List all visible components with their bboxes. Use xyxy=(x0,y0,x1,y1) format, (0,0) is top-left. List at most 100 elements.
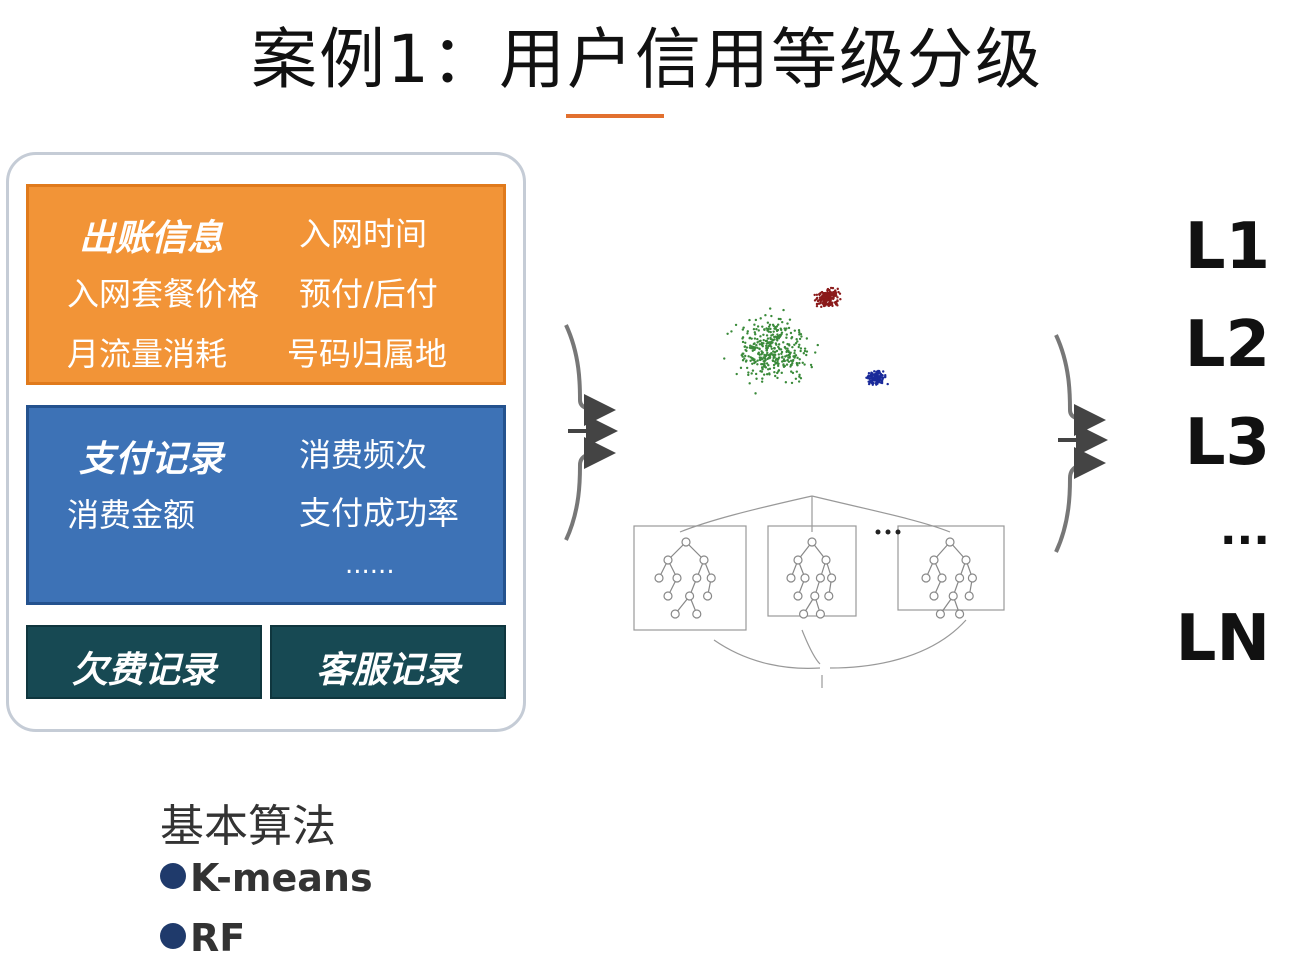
billing-header: 出账信息 xyxy=(79,218,224,259)
cluster-point xyxy=(780,350,784,354)
cluster-point xyxy=(755,327,758,331)
cluster-point xyxy=(799,347,803,350)
cluster-point xyxy=(796,340,799,343)
cluster-point xyxy=(757,329,760,332)
cluster-point xyxy=(766,341,770,344)
payment-item: 支付成功率 xyxy=(299,494,460,532)
cluster-point xyxy=(786,342,789,346)
cluster-point xyxy=(745,349,748,353)
cluster-point xyxy=(770,347,774,350)
cluster-point xyxy=(765,339,768,343)
cluster-point xyxy=(775,336,779,339)
cluster-point xyxy=(867,380,870,383)
cluster-point xyxy=(773,370,776,374)
cluster-point xyxy=(784,328,787,332)
cluster-point xyxy=(772,366,776,370)
cluster-point xyxy=(752,327,756,331)
cluster-point xyxy=(765,353,768,356)
cluster-point xyxy=(836,299,839,302)
cluster-point xyxy=(796,356,799,360)
cluster-point xyxy=(770,334,773,337)
merge-arrows-right xyxy=(1054,334,1108,553)
cluster-point xyxy=(734,323,738,327)
cluster-point xyxy=(819,292,822,296)
cluster-point xyxy=(795,361,799,365)
cluster-point xyxy=(753,361,756,365)
kmeans-cluster-illustration xyxy=(723,286,889,395)
cluster-point xyxy=(818,302,822,305)
cluster-point xyxy=(754,372,758,376)
cluster-point xyxy=(770,314,773,318)
cluster-point xyxy=(782,363,785,366)
cluster-point xyxy=(836,287,839,291)
algorithm-item: K-means xyxy=(160,856,373,900)
payment-item: 消费金额 xyxy=(67,496,196,534)
cluster-point xyxy=(769,336,772,340)
cluster-point xyxy=(760,370,764,373)
cluster-point xyxy=(756,359,759,362)
cluster-point xyxy=(805,337,809,340)
cluster-point xyxy=(798,337,802,341)
billing-item: 入网时间 xyxy=(299,215,428,253)
cluster-point xyxy=(774,361,778,365)
cluster-point xyxy=(769,345,773,348)
cluster-point xyxy=(793,352,796,355)
cluster-point xyxy=(782,341,785,344)
cluster-point xyxy=(761,368,764,371)
cluster-point xyxy=(753,323,756,326)
cluster-point xyxy=(762,342,765,345)
cluster-point xyxy=(875,381,879,385)
cluster-point xyxy=(835,302,838,305)
cluster-point xyxy=(884,374,887,377)
cluster-point xyxy=(762,360,765,363)
cluster-point xyxy=(741,340,745,344)
cluster-point xyxy=(818,298,821,301)
cluster-point xyxy=(790,370,793,373)
cluster-point xyxy=(748,382,751,385)
cluster-point xyxy=(826,291,829,294)
cluster-point xyxy=(794,377,798,381)
cluster-point xyxy=(747,371,750,374)
cluster-point xyxy=(765,344,768,348)
cluster-point xyxy=(830,297,833,300)
cluster-point xyxy=(795,370,799,373)
cluster-point xyxy=(758,347,761,350)
cluster-point xyxy=(793,329,797,332)
cluster-point xyxy=(794,342,798,345)
merge-arrows-left xyxy=(564,324,618,541)
cluster-point xyxy=(758,358,762,361)
cluster-point xyxy=(814,351,817,354)
cluster-point xyxy=(761,352,764,355)
cluster-point xyxy=(797,345,800,349)
cluster-point xyxy=(755,377,758,380)
cluster-point xyxy=(786,359,789,362)
cluster-point xyxy=(777,353,781,356)
cluster-point xyxy=(765,373,769,376)
cluster-point xyxy=(764,366,768,369)
billing-item: 月流量消耗 xyxy=(67,335,228,373)
cluster-point xyxy=(749,344,752,347)
cluster-point xyxy=(760,366,764,369)
cluster-point xyxy=(824,292,827,295)
cluster-point xyxy=(789,363,793,367)
billing-item: 预付/后付 xyxy=(299,275,438,313)
cluster-point xyxy=(786,322,789,325)
cluster-point xyxy=(777,323,780,326)
cluster-point xyxy=(790,381,794,385)
cluster-point xyxy=(773,374,777,378)
title-underline xyxy=(566,114,664,118)
cluster-point xyxy=(881,376,885,380)
cluster-point xyxy=(876,379,879,382)
cluster-point xyxy=(759,317,762,320)
cluster-point xyxy=(827,298,830,302)
cluster-point xyxy=(785,363,789,366)
cluster-point xyxy=(745,359,748,362)
cluster-point xyxy=(771,359,775,362)
cluster-point xyxy=(766,346,769,350)
cluster-point xyxy=(751,362,754,365)
cluster-point xyxy=(793,349,796,352)
cluster-point xyxy=(838,292,842,295)
payment-item: ...... xyxy=(345,550,395,580)
cluster-point xyxy=(798,373,801,377)
random-forest-illustration xyxy=(633,495,1005,688)
